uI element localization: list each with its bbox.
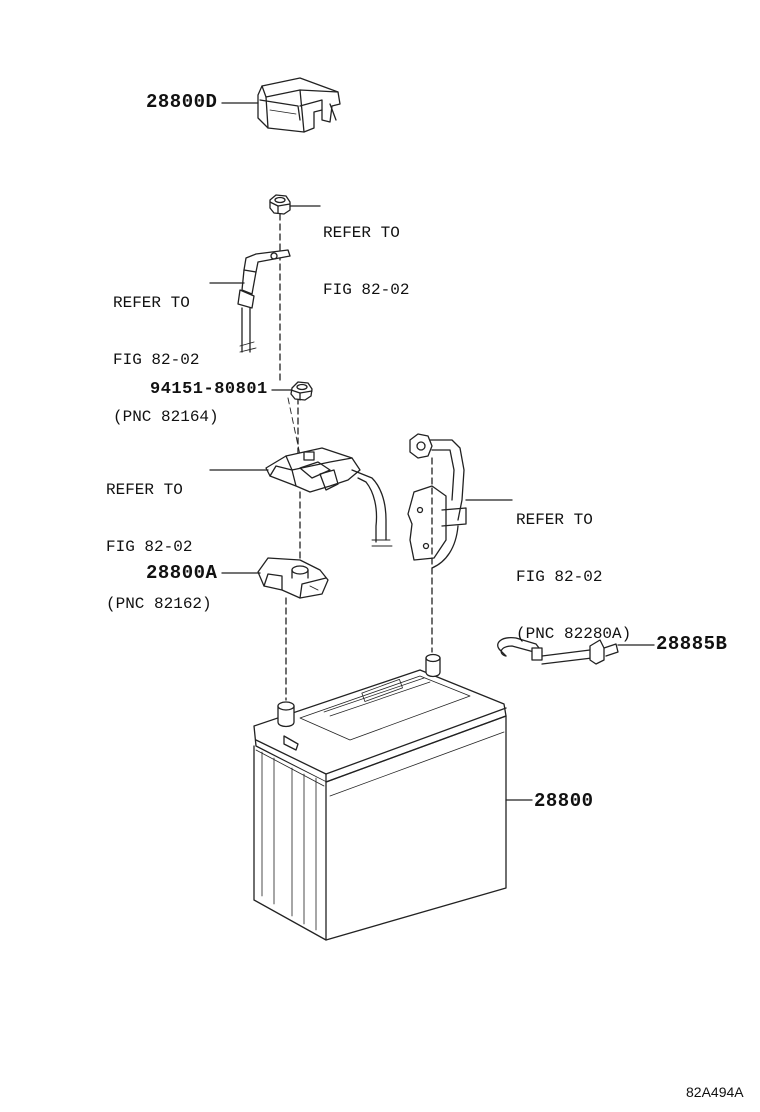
refer-line: FIG 82-02 [106,538,193,556]
refer-line: (PNC 82162) [106,595,212,613]
refer-line: FIG 82-02 [113,351,200,369]
label-94151-80801: 94151-80801 [150,380,268,399]
dash-line-c [287,397,301,456]
clamp-82164 [237,249,291,353]
battery-28800 [253,653,507,941]
refer-line: REFER TO [113,294,190,312]
refer-label-82162: REFER TO FIG 82-02 (PNC 82162) [106,443,212,652]
vent-hose-28885b [497,637,619,665]
refer-label-82164: REFER TO FIG 82-02 (PNC 82164) [113,256,219,465]
refer-line: (PNC 82164) [113,408,219,426]
label-28800: 28800 [534,790,594,812]
refer-label-82280a: REFER TO FIG 82-02 (PNC 82280A) [516,473,631,682]
refer-line: REFER TO [323,224,400,242]
clamp-28800a [257,557,329,599]
label-28800a: 28800A [146,562,218,584]
terminal-82162 [265,447,393,547]
nut-94151-80801 [290,381,313,401]
sensor-82280a [407,433,467,569]
refer-line: FIG 82-02 [516,568,603,586]
refer-line: REFER TO [516,511,593,529]
refer-line: (PNC 82280A) [516,625,632,643]
figure-id: 82A494A [686,1084,744,1100]
label-28800d: 28800D [146,91,218,113]
refer-line: REFER TO [106,481,183,499]
terminal-cover-28800d [257,77,341,133]
nut-top [269,194,291,215]
refer-line: FIG 82-02 [323,281,410,299]
refer-label-top: REFER TO FIG 82-02 [323,186,409,338]
label-28885b: 28885B [656,633,728,655]
